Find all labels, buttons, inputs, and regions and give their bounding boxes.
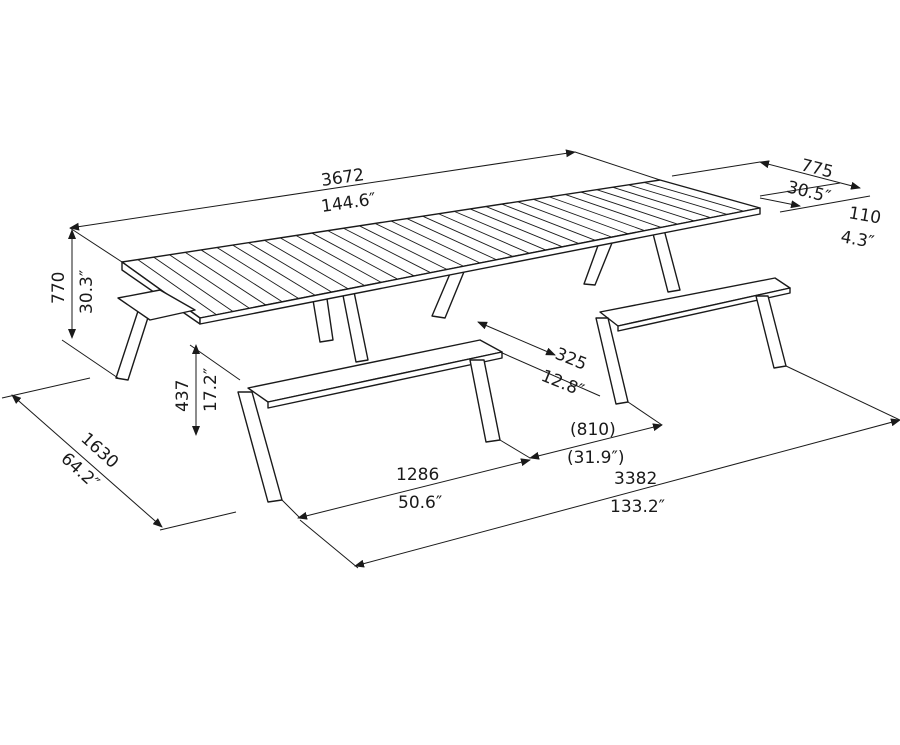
dim-overhang-in: 4.3″ xyxy=(839,227,875,252)
dim-table-depth-in: 30.5″ xyxy=(785,177,833,207)
dim-bench-height-in: 17.2″ xyxy=(201,368,221,412)
back-bench xyxy=(595,277,791,405)
table-slat xyxy=(280,237,365,287)
table-slat xyxy=(169,254,250,309)
table-slat xyxy=(185,251,267,306)
dim-bench-gap-mm: (810) xyxy=(570,420,616,440)
left-bench-end xyxy=(117,289,196,321)
dim-overhang-mm: 110 xyxy=(847,203,882,228)
dim-overall-length-mm: 3382 xyxy=(614,469,657,489)
table-slat xyxy=(343,227,431,274)
table-slat xyxy=(137,259,217,316)
table-slat xyxy=(216,247,300,299)
front-bench xyxy=(237,339,503,503)
dim-table-length-mm: 3672 xyxy=(320,165,366,191)
dim-table-depth-mm: 775 xyxy=(799,155,835,182)
table-slat xyxy=(232,244,316,296)
table-slat xyxy=(359,225,448,270)
table-slat xyxy=(596,189,695,222)
table-slat xyxy=(628,184,728,215)
table-slat xyxy=(248,242,332,293)
dimension-lines xyxy=(1,149,900,569)
table-slat xyxy=(311,232,398,280)
dim-bench-height-mm: 437 xyxy=(173,380,193,412)
table-slat xyxy=(644,181,744,212)
dim-table-length-in: 144.6″ xyxy=(320,189,377,216)
table-slat xyxy=(580,191,678,225)
dim-overall-length-in: 133.2″ xyxy=(610,497,665,517)
table-slat xyxy=(153,256,234,312)
dim-bench-length-mm: 1286 xyxy=(396,465,439,485)
table-slat xyxy=(612,186,711,219)
dim-bench-gap-in: (31.9″) xyxy=(567,448,624,468)
dim-table-height-mm: 770 xyxy=(49,272,69,304)
table-slat xyxy=(295,235,382,283)
table-slat xyxy=(264,239,349,290)
dim-bench-length-in: 50.6″ xyxy=(398,493,442,513)
dim-table-height-in: 30.3″ xyxy=(77,270,97,314)
table-slat xyxy=(327,230,415,277)
table-slat xyxy=(200,249,283,303)
table-slat xyxy=(564,194,662,228)
